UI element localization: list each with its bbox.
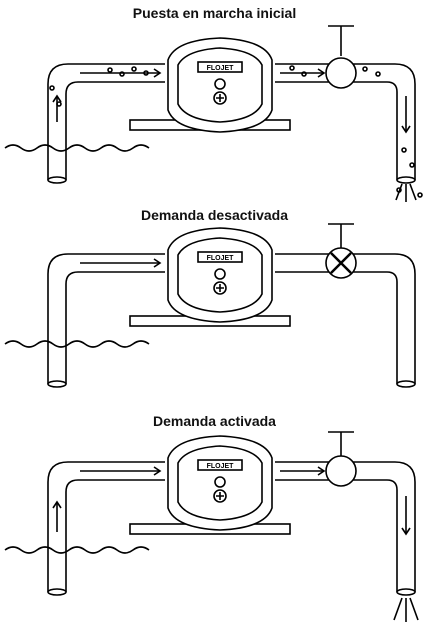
water-surface [4,144,150,152]
diagram-panel-priming: Puesta en marcha inicial FLOJET [0,0,429,205]
flow-arrows [80,258,162,268]
air-bubbles [49,65,423,198]
pump-body: FLOJET [129,37,291,133]
water-surface [4,340,150,348]
valve [325,431,357,487]
pump-system-svg: FLOJET [4,431,419,622]
pipe-system [47,253,416,388]
flow-arrows [52,466,411,536]
pump-body: FLOJET [129,435,291,535]
discharge-spray [395,183,417,202]
pump-body: FLOJET [129,227,291,327]
brand-label: FLOJET [207,255,235,262]
pipe-system [47,63,416,184]
water-surface [4,546,150,554]
discharge-spray [393,597,419,622]
panel-title: Demanda desactivada [140,207,289,223]
diagram-panel-demand-off: Demanda desactivada FLOJET [0,206,429,411]
brand-label: FLOJET [207,463,235,470]
pipe-system [47,461,416,596]
brand-label: FLOJET [207,65,235,72]
diagram-panel-demand-on: Demanda activada FLOJET [0,412,429,622]
valve-closed [325,223,357,279]
pump-system-svg: FLOJET [4,223,416,388]
panel-title: Puesta en marcha inicial [132,5,297,21]
pump-system-svg: FLOJET [4,25,423,202]
valve [325,25,357,89]
panel-title: Demanda activada [153,413,276,429]
